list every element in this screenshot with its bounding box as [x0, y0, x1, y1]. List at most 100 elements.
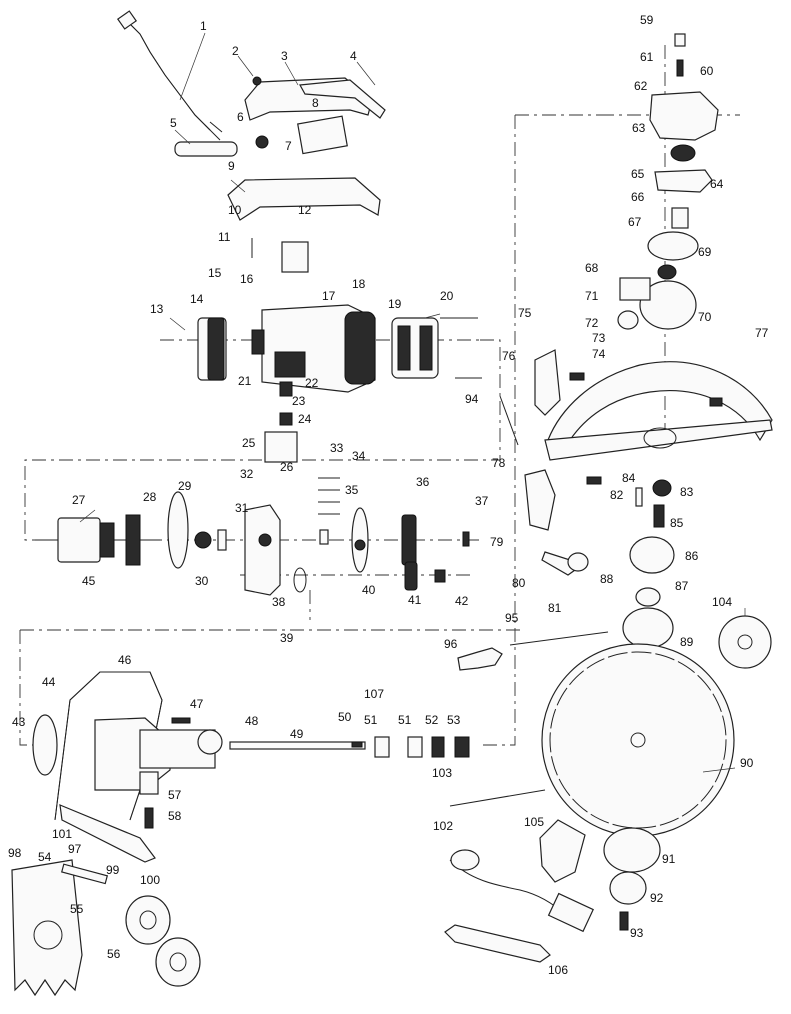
label-22: 22: [305, 376, 319, 390]
spacer: [217, 529, 227, 551]
label-86: 86: [685, 549, 699, 563]
label-48: 48: [245, 714, 259, 728]
label-97: 97: [68, 842, 82, 856]
label-36: 36: [416, 475, 430, 489]
label-17: 17: [322, 289, 336, 303]
label-102: 102: [433, 819, 453, 833]
label-40: 40: [362, 583, 376, 597]
label-62: 62: [634, 79, 648, 93]
drive-shaft: [229, 736, 470, 758]
cable-box: [547, 892, 594, 933]
top-gearbox: [649, 33, 719, 229]
lever: [541, 551, 576, 576]
label-plate: [619, 277, 651, 301]
reducing-ring-104: [718, 615, 772, 669]
label-16: 16: [240, 272, 254, 286]
label-99: 99: [106, 863, 120, 877]
label-84: 84: [622, 471, 636, 485]
label-58: 58: [168, 809, 182, 823]
label-56: 56: [107, 947, 121, 961]
spanner: [444, 924, 551, 963]
bracket-78: [524, 469, 556, 531]
pin-84: [635, 487, 643, 507]
screw-47: [171, 717, 191, 724]
label-10: 10: [228, 203, 242, 217]
dust-elbow: [539, 819, 586, 883]
label-103: 103: [432, 766, 452, 780]
label-27: 27: [72, 493, 86, 507]
label-75: 75: [518, 306, 532, 320]
motor-housing: [261, 304, 376, 393]
water-pipe-95: [509, 631, 609, 646]
label-leaders: [79, 32, 746, 773]
label-29: 29: [178, 479, 192, 493]
pin: [499, 395, 519, 446]
label-71: 71: [585, 289, 599, 303]
brush-cap: [264, 431, 298, 463]
label-18: 18: [352, 277, 366, 291]
label-76: 76: [502, 349, 516, 363]
label-34: 34: [352, 449, 366, 463]
label-78: 78: [492, 456, 506, 470]
washer-92: [609, 871, 647, 905]
bearing-83: [652, 479, 672, 497]
label-51b: 51: [398, 713, 412, 727]
label-80: 80: [512, 576, 526, 590]
label-105: 105: [524, 815, 544, 829]
frame: [32, 671, 223, 863]
label-32: 32: [240, 467, 254, 481]
label-19: 19: [388, 297, 402, 311]
label-45: 45: [82, 574, 96, 588]
label-101: 101: [52, 827, 72, 841]
label-41: 41: [408, 593, 422, 607]
label-64: 64: [710, 177, 724, 191]
label-3: 3: [281, 49, 288, 63]
bracket-76: [534, 349, 561, 416]
label-104: 104: [712, 595, 732, 609]
label-87: 87: [675, 579, 689, 593]
bracket-plate: [139, 771, 159, 795]
label-73: 73: [592, 331, 606, 345]
label-23: 23: [292, 394, 306, 408]
label-60: 60: [700, 64, 714, 78]
label-54: 54: [38, 850, 52, 864]
label-31: 31: [235, 501, 249, 515]
label-46: 46: [118, 653, 132, 667]
shaft-85: [653, 504, 665, 528]
screw-58: [144, 807, 154, 829]
label-95: 95: [505, 611, 519, 625]
label-33: 33: [330, 441, 344, 455]
label-4: 4: [350, 49, 357, 63]
outer-flange-89: [622, 607, 674, 649]
diamond-blade: [541, 643, 735, 837]
screw-82: [586, 476, 602, 485]
label-8: 8: [312, 96, 319, 110]
label-91: 91: [662, 852, 676, 866]
gear-housing: [244, 504, 307, 596]
label-37: 37: [475, 494, 489, 508]
label-6: 6: [237, 110, 244, 124]
stator: [391, 317, 439, 379]
label-81: 81: [548, 601, 562, 615]
label-21: 21: [238, 374, 252, 388]
power-cord: [116, 10, 223, 141]
label-79: 79: [490, 535, 504, 549]
label-5: 5: [170, 116, 177, 130]
label-13: 13: [150, 302, 164, 316]
label-11: 11: [218, 230, 231, 244]
rear-cover: [197, 317, 227, 381]
label-20: 20: [440, 289, 454, 303]
label-43: 43: [12, 715, 26, 729]
label-2: 2: [232, 44, 239, 58]
label-14: 14: [190, 292, 204, 306]
label-106: 106: [548, 963, 568, 977]
label-9: 9: [228, 159, 235, 173]
blade-guard: [544, 361, 773, 461]
ring-88: [635, 587, 661, 607]
housing-screws: [318, 477, 340, 515]
large-gear: [401, 514, 417, 566]
reducing-ring-hole: [737, 634, 753, 650]
label-59: 59: [640, 13, 654, 27]
label-61: 61: [640, 50, 654, 64]
